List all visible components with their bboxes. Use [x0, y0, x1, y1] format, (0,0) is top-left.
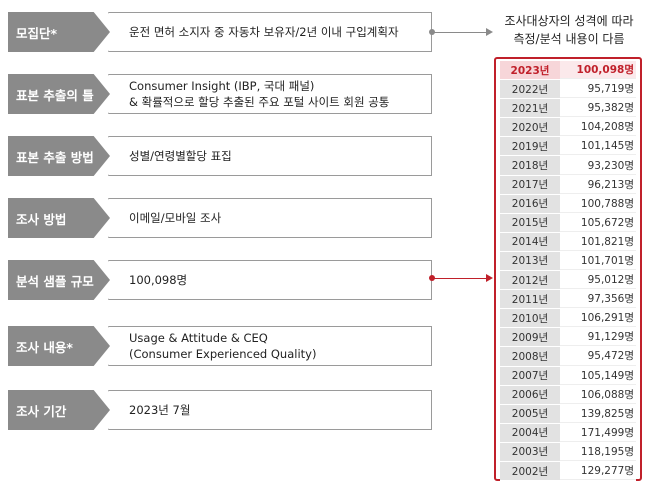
- connector-line: [432, 278, 488, 279]
- value-cell: 106,291명: [560, 309, 636, 328]
- year-cell: 2009년: [500, 328, 560, 347]
- value-cell: 96,213명: [560, 175, 636, 194]
- row-label: 조사 방법: [8, 198, 110, 238]
- row-value-line: 2023년 7월: [129, 403, 191, 417]
- row-label: 조사 기간: [8, 390, 110, 430]
- year-cell: 2004년: [500, 423, 560, 442]
- row-value-line: Usage & Attitude & CEQ: [129, 331, 268, 345]
- row-label: 조사 내용*: [8, 326, 110, 366]
- value-cell: 100,098명: [560, 61, 636, 80]
- value-cell: 101,821명: [560, 232, 636, 251]
- arrow-right-icon: [486, 274, 493, 282]
- year-cell: 2018년: [500, 156, 560, 175]
- value-cell: 97,356명: [560, 290, 636, 309]
- value-cell: 93,230명: [560, 156, 636, 175]
- year-cell: 2013년: [500, 251, 560, 271]
- year-cell: 2023년: [500, 61, 560, 80]
- row-value-line: Consumer Insight (IBP, 국대 패널): [129, 79, 315, 93]
- row-value-line: (Consumer Experienced Quality): [129, 347, 317, 361]
- value-cell: 129,277명: [560, 461, 636, 481]
- connector-line: [432, 32, 488, 33]
- value-cell: 105,149명: [560, 366, 636, 385]
- year-cell: 2008년: [500, 347, 560, 366]
- year-cell: 2015년: [500, 213, 560, 232]
- note-line: 조사대상자의 성격에 따라: [504, 14, 634, 28]
- row-value: 100,098명: [108, 260, 432, 300]
- value-cell: 104,208명: [560, 118, 636, 137]
- row-label: 표본 추출 방법: [8, 136, 110, 176]
- row-label: 표본 추출의 틀: [8, 74, 110, 114]
- row-label: 모집단*: [8, 12, 110, 52]
- row-value-line: 운전 면허 소지자 중 자동차 보유자/2년 이내 구입계획자: [129, 25, 399, 39]
- row-value: 이메일/모바일 조사: [108, 198, 432, 238]
- value-cell: 100,788명: [560, 194, 636, 213]
- year-cell: 2005년: [500, 404, 560, 423]
- year-cell: 2020년: [500, 118, 560, 137]
- row-value: Consumer Insight (IBP, 국대 패널) & 확률적으로 할당…: [108, 74, 432, 114]
- value-cell: 101,145명: [560, 137, 636, 156]
- year-cell: 2021년: [500, 99, 560, 118]
- value-cell: 91,129명: [560, 328, 636, 347]
- note-text: 조사대상자의 성격에 따라 측정/분석 내용이 다름: [494, 12, 644, 48]
- row-value-line: 이메일/모바일 조사: [129, 211, 222, 225]
- value-cell: 106,088명: [560, 385, 636, 404]
- value-cell: 105,672명: [560, 213, 636, 232]
- year-cell: 2014년: [500, 232, 560, 251]
- value-cell: 95,719명: [560, 80, 636, 99]
- row-value-line: 100,098명: [129, 273, 188, 287]
- value-cell: 95,012명: [560, 271, 636, 290]
- row-value-line: & 확률적으로 할당 추출된 주요 포털 사이트 회원 공통: [129, 95, 390, 109]
- year-cell: 2006년: [500, 385, 560, 404]
- year-cell: 2011년: [500, 290, 560, 309]
- year-cell: 2010년: [500, 309, 560, 328]
- row-value: Usage & Attitude & CEQ (Consumer Experie…: [108, 326, 432, 366]
- row-value: 2023년 7월: [108, 390, 432, 430]
- row-value: 성별/연령별할당 표집: [108, 136, 432, 176]
- value-cell: 95,382명: [560, 99, 636, 118]
- row-label: 분석 샘플 규모: [8, 260, 110, 300]
- value-cell: 171,499명: [560, 423, 636, 442]
- value-cell: 95,472명: [560, 347, 636, 366]
- value-cell: 139,825명: [560, 404, 636, 423]
- year-cell: 2003년: [500, 442, 560, 461]
- year-cell: 2017년: [500, 175, 560, 194]
- row-value: 운전 면허 소지자 중 자동차 보유자/2년 이내 구입계획자: [108, 12, 432, 52]
- value-cell: 118,195명: [560, 442, 636, 461]
- year-cell: 2002년: [500, 461, 560, 481]
- year-cell: 2022년: [500, 80, 560, 99]
- note-line: 측정/분석 내용이 다름: [513, 32, 625, 46]
- year-cell: 2019년: [500, 137, 560, 156]
- value-cell: 101,701명: [560, 251, 636, 271]
- arrow-right-icon: [486, 28, 493, 36]
- year-cell: 2016년: [500, 194, 560, 213]
- row-value-line: 성별/연령별할당 표집: [129, 149, 232, 163]
- year-cell: 2012년: [500, 271, 560, 290]
- year-cell: 2007년: [500, 366, 560, 385]
